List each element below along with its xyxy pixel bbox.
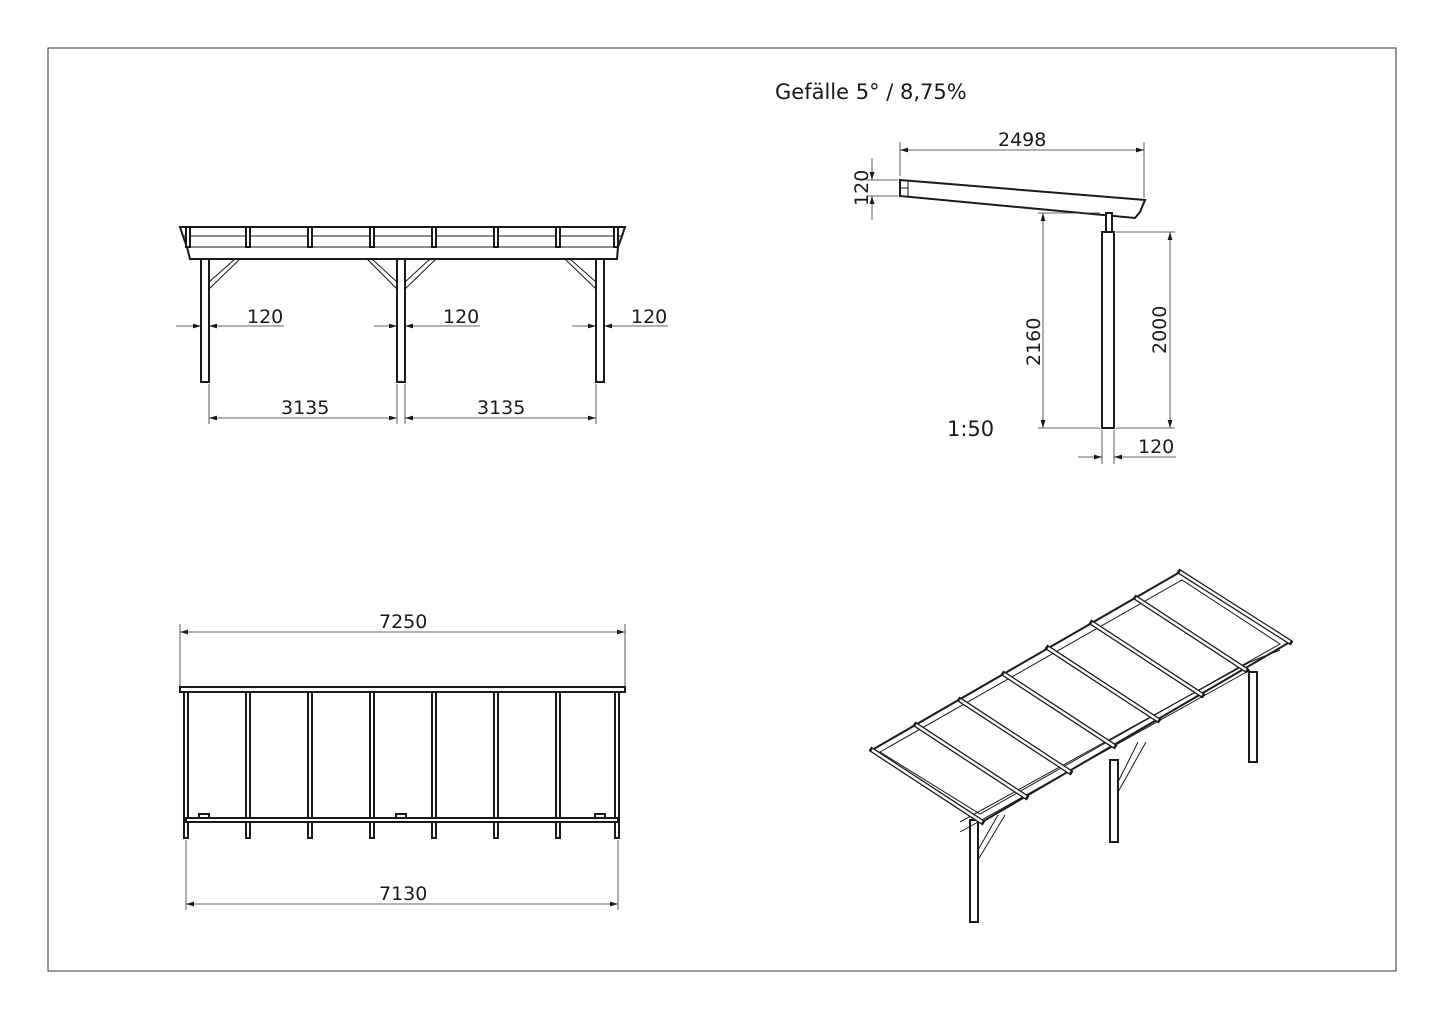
dim-span-2: 3135 <box>477 397 525 419</box>
dim-post-width-2: 120 <box>443 306 479 328</box>
slope-title: Gefälle 5° / 8,75% <box>775 80 967 104</box>
dim-depth: 2498 <box>998 129 1046 151</box>
dim-post-width: 120 <box>1138 436 1174 458</box>
front-elevation: 120 120 120 3135 3135 <box>176 226 668 424</box>
side-post <box>1101 231 1115 429</box>
rafter-ends <box>185 226 619 248</box>
post-right <box>595 258 605 383</box>
plan-view: 7250 7130 <box>179 611 626 910</box>
dim-post-width-3: 120 <box>631 306 667 328</box>
post-left <box>200 258 210 383</box>
sheet-border <box>47 47 1397 972</box>
dim-beam-height: 120 <box>851 170 873 206</box>
dim-post-width-1: 120 <box>247 306 283 328</box>
scale-label: 1:50 <box>947 417 994 441</box>
dim-span-1: 3135 <box>281 397 329 419</box>
dim-beam-length: 7130 <box>379 883 427 905</box>
post-middle <box>396 258 406 383</box>
dim-roof-length: 7250 <box>379 611 427 633</box>
dim-height-front: 2160 <box>1023 318 1045 366</box>
perspective-view <box>868 568 1294 923</box>
dim-height-post: 2000 <box>1149 306 1171 354</box>
side-view: 2498 120 2160 2000 120 1:50 <box>851 129 1176 464</box>
